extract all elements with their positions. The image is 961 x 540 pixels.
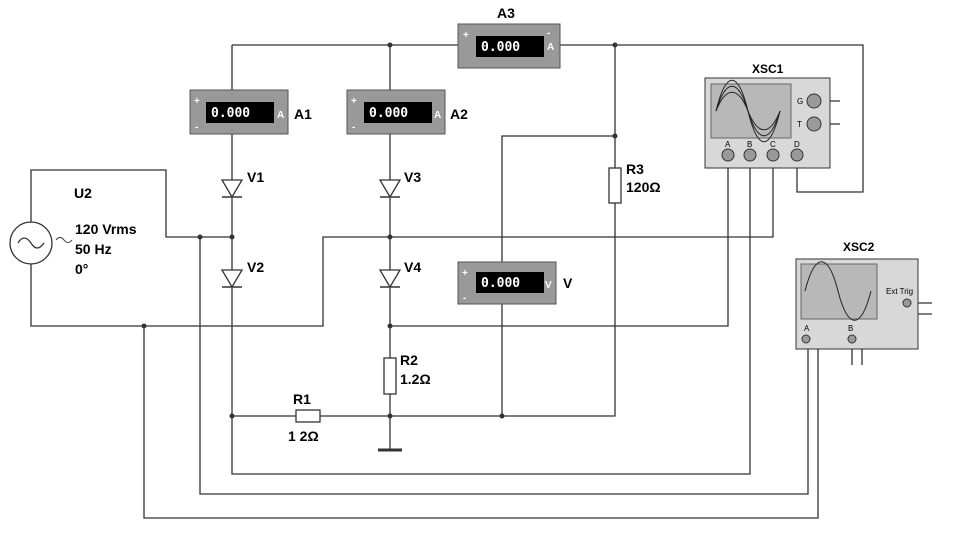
ammeter-a3-minus: -	[547, 28, 550, 39]
svg-text:B: B	[747, 140, 752, 149]
ammeter-a2-minus: -	[352, 122, 355, 133]
xsc2-label: XSC2	[843, 240, 875, 254]
diode-v3-label: V3	[404, 169, 421, 185]
source-phase: 0°	[75, 261, 88, 277]
ammeter-a2-plus: +	[351, 96, 357, 107]
voltmeter-v[interactable]: 0.000 + - V V	[457, 261, 573, 305]
ammeter-a2[interactable]: 0.000 + - A A2	[346, 89, 468, 135]
svg-text:G: G	[797, 97, 803, 106]
source-frequency: 50 Hz	[75, 241, 112, 257]
diode-v3[interactable]: V3	[378, 169, 421, 199]
source-voltage: 120 Vrms	[75, 221, 137, 237]
resistor-r1-value: 1 2Ω	[288, 428, 319, 444]
oscilloscope-xsc2[interactable]: XSC2 Ext Trig A B	[795, 240, 919, 350]
wires	[30, 44, 932, 519]
diode-v2[interactable]: V2	[220, 259, 264, 289]
ammeter-a2-unit: A	[434, 110, 441, 121]
xsc1-terminal-b[interactable]: B	[743, 140, 757, 162]
voltmeter-label: V	[563, 275, 573, 291]
svg-text:T: T	[797, 120, 802, 129]
ammeter-a3-reading: 0.000	[481, 40, 520, 55]
xsc1-terminal-t[interactable]: T	[797, 116, 822, 132]
svg-text:A: A	[804, 324, 810, 333]
xsc1-terminal-g[interactable]: G	[797, 93, 822, 109]
xsc1-waveform	[715, 79, 781, 143]
ammeter-a3[interactable]: 0.000 + - A A3	[457, 5, 561, 69]
svg-text:B: B	[848, 324, 853, 333]
xsc2-terminal-a[interactable]: A	[801, 324, 811, 344]
xsc1-terminal-c[interactable]: C	[766, 140, 780, 162]
junction-dots	[141, 42, 618, 419]
diode-v1[interactable]: V1	[220, 169, 264, 199]
diode-v4-label: V4	[404, 259, 421, 275]
xsc2-terminal-b[interactable]: B	[847, 324, 857, 344]
ammeter-a1-plus: +	[194, 96, 200, 107]
oscilloscope-xsc1[interactable]: XSC1 A B C D G T	[704, 62, 831, 169]
voltmeter-unit: V	[545, 280, 552, 291]
svg-text:D: D	[794, 140, 800, 149]
ammeter-a1-unit: A	[277, 110, 284, 121]
resistor-r2[interactable]: R2 1.2Ω	[383, 352, 431, 395]
ammeter-a1-reading: 0.000	[211, 106, 250, 121]
ammeter-a3-plus: +	[463, 30, 469, 41]
xsc1-terminal-a[interactable]: A	[721, 140, 735, 162]
ammeter-a2-label: A2	[450, 106, 468, 122]
resistor-r1[interactable]: R1 1 2Ω	[288, 391, 321, 444]
svg-text:C: C	[770, 140, 776, 149]
ammeter-a1-label: A1	[294, 106, 312, 122]
voltmeter-minus: -	[463, 293, 466, 304]
resistor-r3-value: 120Ω	[626, 179, 661, 195]
xsc2-waveform	[804, 261, 872, 321]
voltmeter-reading: 0.000	[481, 276, 520, 291]
xsc1-terminal-d[interactable]: D	[790, 140, 804, 162]
ammeter-a2-reading: 0.000	[369, 106, 408, 121]
resistor-r1-label: R1	[293, 391, 311, 407]
diode-v4[interactable]: V4	[378, 259, 421, 289]
svg-text:A: A	[725, 140, 731, 149]
ammeter-a3-unit: A	[547, 42, 554, 53]
ammeter-a3-label: A3	[497, 5, 515, 21]
ammeter-a1[interactable]: 0.000 + - A A1	[189, 89, 312, 135]
resistor-r3-label: R3	[626, 161, 644, 177]
xsc2-ext-trig-label: Ext Trig	[886, 287, 913, 296]
xsc1-label: XSC1	[752, 62, 784, 76]
resistor-r2-value: 1.2Ω	[400, 371, 431, 387]
ac-source-u2[interactable]: U2 120 Vrms 50 Hz 0°	[9, 185, 137, 277]
xsc2-ext-trig-terminal[interactable]	[902, 298, 912, 308]
diode-v2-label: V2	[247, 259, 264, 275]
ammeter-a1-minus: -	[195, 122, 198, 133]
resistor-r2-label: R2	[400, 352, 418, 368]
source-name: U2	[74, 185, 92, 201]
resistor-r3[interactable]: R3 120Ω	[608, 161, 661, 204]
voltmeter-plus: +	[462, 268, 468, 279]
diode-v1-label: V1	[247, 169, 264, 185]
